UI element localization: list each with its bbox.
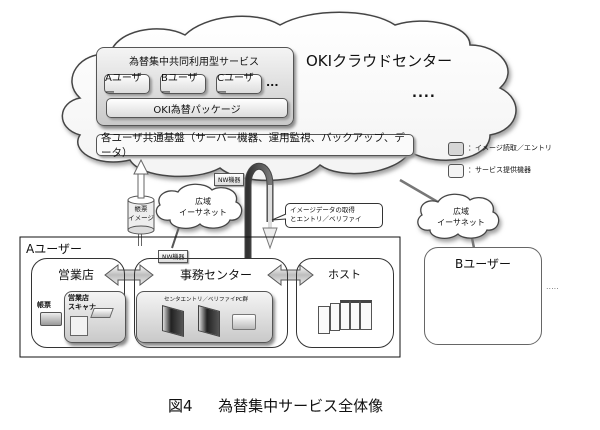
oki-package-label: OKI為替パッケージ	[153, 104, 241, 116]
legend-label-service-equipment: ：サービス提供機器	[468, 166, 531, 174]
upload-arrow	[133, 158, 149, 199]
voucher-printer-icon	[40, 312, 62, 326]
service-user-a-label: Aユーザー	[105, 73, 142, 99]
legend-item-image-entry: ：イメージ読取／エントリ	[448, 142, 598, 156]
wan-right-line2: イーサネット	[437, 218, 485, 227]
b-user-ellipsis: .....	[546, 282, 559, 291]
scanner-line2: スキャナ	[68, 303, 96, 311]
pc-group-label: センタエントリ／ベリファイPC群	[164, 297, 249, 303]
image-data-arc	[244, 162, 278, 258]
service-user-b: Bユーザー	[160, 73, 206, 99]
legend: ：イメージ読取／エントリ ：サービス提供機器	[448, 142, 598, 182]
wan-left-line2: イーサネット	[179, 208, 227, 217]
office-center-title: 事務センター	[180, 268, 253, 282]
callout-line2: とエントリ／ベリファイ	[290, 215, 362, 223]
caption-figure-number: 図4	[168, 397, 193, 415]
scanner-line1: 営業店	[68, 294, 89, 302]
service-user-c-label: Cユーザー	[217, 73, 254, 99]
pc-monitor-icon-1	[162, 305, 184, 337]
common-platform-label: 各ユーザ共通基盤（サーバー機器、運用監視、バックアップ、データ）	[101, 132, 405, 159]
nw-device-cloud: NW機器	[214, 173, 245, 186]
pc-monitor-icon-2	[198, 305, 220, 337]
branch-title: 営業店	[58, 268, 95, 282]
scanner-label: 営業店 スキャナ	[68, 294, 96, 312]
wan-left-label: 広域 イーサネット	[168, 196, 238, 218]
scanner-device-icon	[90, 308, 114, 318]
cloud-ellipsis: ....	[412, 86, 436, 101]
service-users-more: ...	[266, 76, 279, 89]
legend-swatch-gray	[448, 142, 464, 156]
wan-left-line1: 広域	[195, 197, 211, 206]
caption-title: 為替集中サービス全体像	[218, 397, 384, 415]
service-user-b-label: Bユーザー	[161, 73, 198, 99]
wan-right-cloud-shape	[417, 193, 500, 240]
branch-voucher-label: 帳票	[37, 301, 51, 309]
host-title: ホスト	[328, 268, 361, 281]
common-platform: 各ユーザ共通基盤（サーバー機器、運用監視、バックアップ、データ）	[96, 132, 414, 159]
b-user-title: Bユーザー	[455, 257, 511, 271]
cloud-center-title: OKIクラウドセンター	[306, 52, 453, 70]
service-user-c: Cユーザー	[216, 73, 262, 99]
voucher-image-label: 帳票 イメージ	[128, 205, 154, 223]
office-center-zone	[134, 258, 288, 348]
host-zone	[296, 258, 394, 348]
callout-line1: イメージデータの取得	[290, 206, 355, 214]
voucher-image-line1: 帳票	[134, 205, 148, 213]
host-server-icon	[318, 300, 374, 334]
legend-swatch-light	[448, 164, 464, 178]
legend-label-image-entry: ：イメージ読取／エントリ	[468, 144, 552, 152]
printer-icon	[232, 314, 256, 330]
wan-left-cloud-shape	[155, 183, 243, 230]
service-group-title: 為替集中共同利用型サービス	[129, 57, 259, 68]
voucher-image-cylinder	[127, 195, 155, 246]
wan-right-label: 広域 イーサネット	[428, 206, 494, 228]
a-user-frame	[19, 236, 401, 358]
scanner-pc-icon	[70, 316, 88, 336]
a-user-title: Aユーザー	[26, 242, 82, 256]
figure-caption: 図4 為替集中サービス全体像	[168, 395, 383, 416]
oki-package: OKI為替パッケージ	[106, 98, 288, 118]
nw-device-a-user: NW機器	[158, 250, 189, 263]
legend-item-service-equipment: ：サービス提供機器	[448, 164, 598, 178]
voucher-image-line2: イメージ	[128, 214, 154, 222]
callout-image-data: イメージデータの取得 とエントリ／ベリファイ	[285, 203, 383, 228]
service-user-a: Aユーザー	[104, 73, 150, 99]
wan-right-line1: 広域	[453, 207, 469, 216]
b-user-box	[424, 247, 542, 345]
